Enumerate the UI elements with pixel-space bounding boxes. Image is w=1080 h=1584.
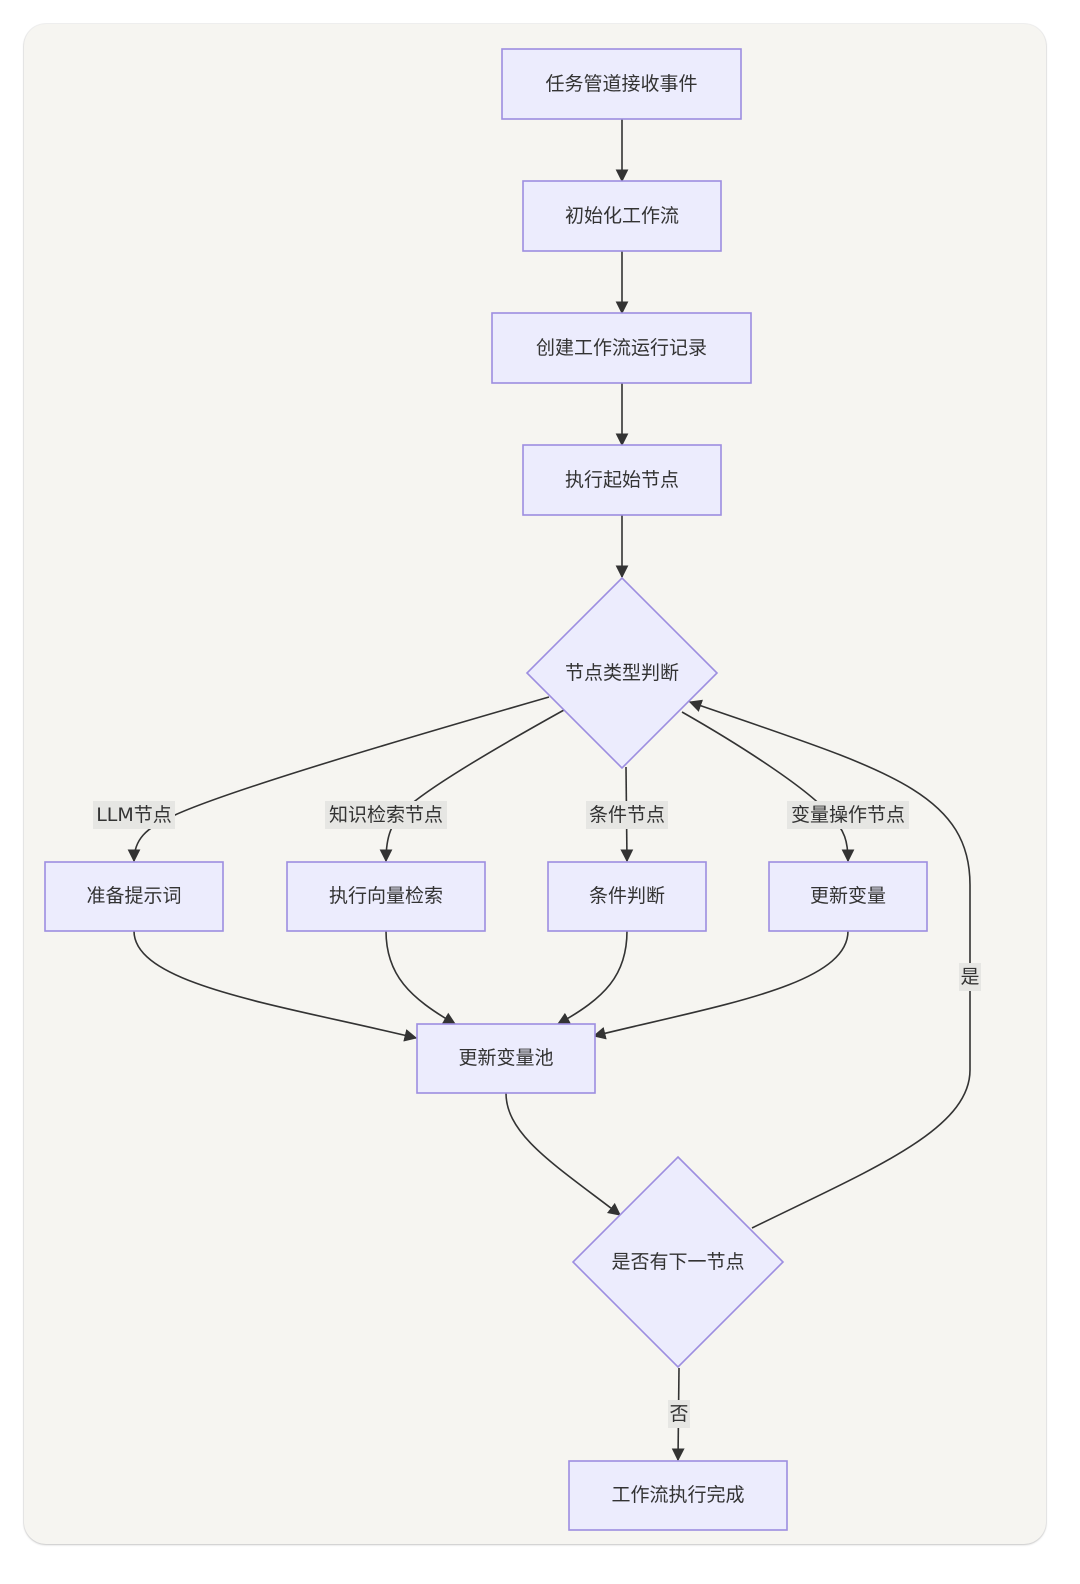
node-update-var-label: 更新变量: [810, 885, 886, 907]
node-type-check: 节点类型判断: [525, 576, 719, 770]
node-init-workflow: 初始化工作流: [522, 180, 722, 252]
edge-label-yes-text: 是: [960, 966, 979, 988]
edge-label-condition: 条件节点: [586, 801, 668, 829]
node-has-next-label: 是否有下一节点: [611, 1251, 744, 1273]
node-done-label: 工作流执行完成: [611, 1484, 744, 1506]
edge-label-knowledge: 知识检索节点: [325, 801, 447, 829]
edge-label-llm: LLM节点: [93, 801, 175, 829]
diagram-card: 任务管道接收事件 初始化工作流 创建工作流运行记录 执行起始节点 节点类型判断 …: [24, 24, 1046, 1544]
edge-check-updatevar: [681, 711, 855, 863]
node-condition-eval-label: 条件判断: [589, 885, 665, 907]
node-prepare-prompt-label: 准备提示词: [86, 885, 181, 907]
edge-label-var-op-text: 变量操作节点: [791, 804, 905, 826]
flowchart: 任务管道接收事件 初始化工作流 创建工作流运行记录 执行起始节点 节点类型判断 …: [44, 48, 981, 1531]
edge-updatevar-pool: [592, 930, 849, 1040]
node-update-var-pool: 更新变量池: [416, 1023, 596, 1094]
edge-condition-pool: [556, 930, 628, 1025]
node-exec-start: 执行起始节点: [522, 444, 722, 516]
node-vector-search: 执行向量检索: [286, 861, 486, 932]
node-update-var-pool-label: 更新变量池: [458, 1047, 553, 1069]
node-update-var: 更新变量: [768, 861, 928, 932]
edge-label-var-op: 变量操作节点: [787, 801, 909, 829]
edge-label-knowledge-text: 知识检索节点: [329, 804, 443, 826]
edge-label-yes: 是: [959, 963, 981, 991]
node-init-workflow-label: 初始化工作流: [565, 205, 679, 227]
edge-label-llm-text: LLM节点: [96, 804, 172, 826]
node-receive-event: 任务管道接收事件: [501, 48, 742, 120]
node-condition-eval: 条件判断: [547, 861, 707, 932]
edge-check-prepare: [127, 696, 550, 863]
node-has-next: 是否有下一节点: [571, 1155, 785, 1369]
node-exec-start-label: 执行起始节点: [565, 469, 679, 491]
edge-hasnext-check-yes: [688, 699, 971, 1229]
node-type-check-label: 节点类型判断: [565, 662, 679, 684]
node-create-record-label: 创建工作流运行记录: [536, 337, 707, 359]
edge-label-condition-text: 条件节点: [589, 804, 665, 826]
node-receive-event-label: 任务管道接收事件: [545, 73, 697, 95]
edge-prepare-pool: [133, 930, 418, 1042]
node-create-record: 创建工作流运行记录: [491, 312, 752, 384]
node-vector-search-label: 执行向量检索: [329, 885, 443, 907]
edge-label-no-text: 否: [669, 1403, 688, 1425]
edge-pool-hasnext: [505, 1092, 622, 1216]
node-done: 工作流执行完成: [568, 1460, 788, 1531]
edge-check-vector: [379, 709, 565, 863]
edge-vector-pool: [385, 930, 457, 1025]
node-prepare-prompt: 准备提示词: [44, 861, 224, 932]
edge-label-no: 否: [668, 1400, 690, 1428]
